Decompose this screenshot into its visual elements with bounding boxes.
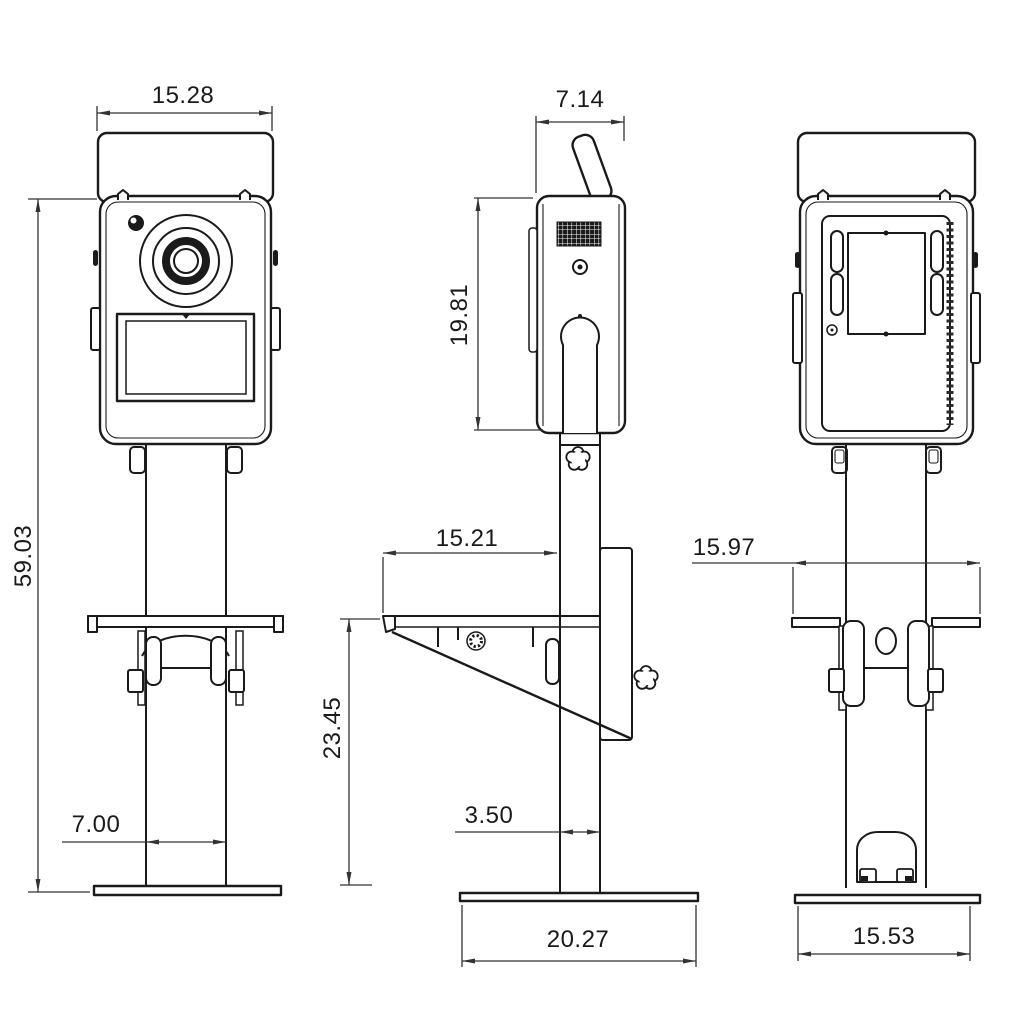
dim-label-side-head-depth: 7.14 <box>555 86 605 113</box>
dim-label-front-overall-height: 59.03 <box>10 524 37 588</box>
dim-label-front-pole-width: 7.00 <box>71 811 121 838</box>
front-camera-lens <box>139 214 233 308</box>
dimension-lines <box>28 106 981 967</box>
rear-screw <box>826 324 838 336</box>
dim-label-rear-base-width: 15.53 <box>852 923 916 950</box>
rear-mount-clip-left <box>831 446 848 474</box>
rear-mount-plate <box>847 232 926 335</box>
front-led-indicator <box>128 215 144 231</box>
dim-label-rear-shelf-width: 15.97 <box>692 534 756 561</box>
rear-clip-left <box>817 189 829 200</box>
front-side-tab-left <box>90 307 101 351</box>
side-front-tab <box>528 227 538 353</box>
rear-clip-right <box>939 189 951 200</box>
rear-slot <box>930 273 944 316</box>
side-thumb-knob-upper <box>565 446 591 471</box>
front-mount-clip-right <box>226 446 243 474</box>
rear-slot <box>930 230 944 273</box>
side-speaker-grille <box>556 221 602 247</box>
dim-label-front-head-width: 15.28 <box>151 82 215 109</box>
rear-slot <box>830 230 844 273</box>
front-clip-left <box>117 189 129 200</box>
rear-slot <box>830 273 844 316</box>
side-thumb-knob-lower <box>633 665 659 690</box>
dim-label-side-pole-depth: 3.50 <box>464 802 514 829</box>
front-side-tab-right <box>270 307 281 351</box>
rear-mount-clip-right <box>925 446 942 474</box>
rear-panel <box>821 215 951 432</box>
dim-label-side-base-depth: 20.27 <box>546 926 610 953</box>
side-mount-keyhole <box>560 316 600 433</box>
side-gusset-screw <box>466 631 486 651</box>
dim-label-side-shelf-depth: 15.21 <box>435 525 499 552</box>
side-button <box>572 259 588 275</box>
dim-label-side-head-height: 19.81 <box>446 283 473 347</box>
front-shelf-bracket <box>87 615 284 706</box>
side-base-plate <box>458 891 700 903</box>
rear-base-plate <box>793 893 982 905</box>
side-shelf <box>382 615 633 741</box>
rear-side-tab-right <box>970 292 981 364</box>
front-base-plate <box>92 884 283 897</box>
rear-shelf-bracket <box>791 617 981 711</box>
dim-label-side-shelf-to-base: 23.45 <box>319 696 346 760</box>
rear-cable-cover <box>856 831 917 883</box>
side-view <box>382 133 700 903</box>
front-view <box>87 131 284 897</box>
front-clip-right <box>239 189 251 200</box>
side-visor-flap <box>571 133 613 203</box>
front-mount-clip-left <box>129 446 146 474</box>
rear-side-tab-left <box>792 292 803 364</box>
front-screen <box>115 312 256 403</box>
rear-view <box>791 131 982 905</box>
side-bracket-plate <box>599 547 633 741</box>
